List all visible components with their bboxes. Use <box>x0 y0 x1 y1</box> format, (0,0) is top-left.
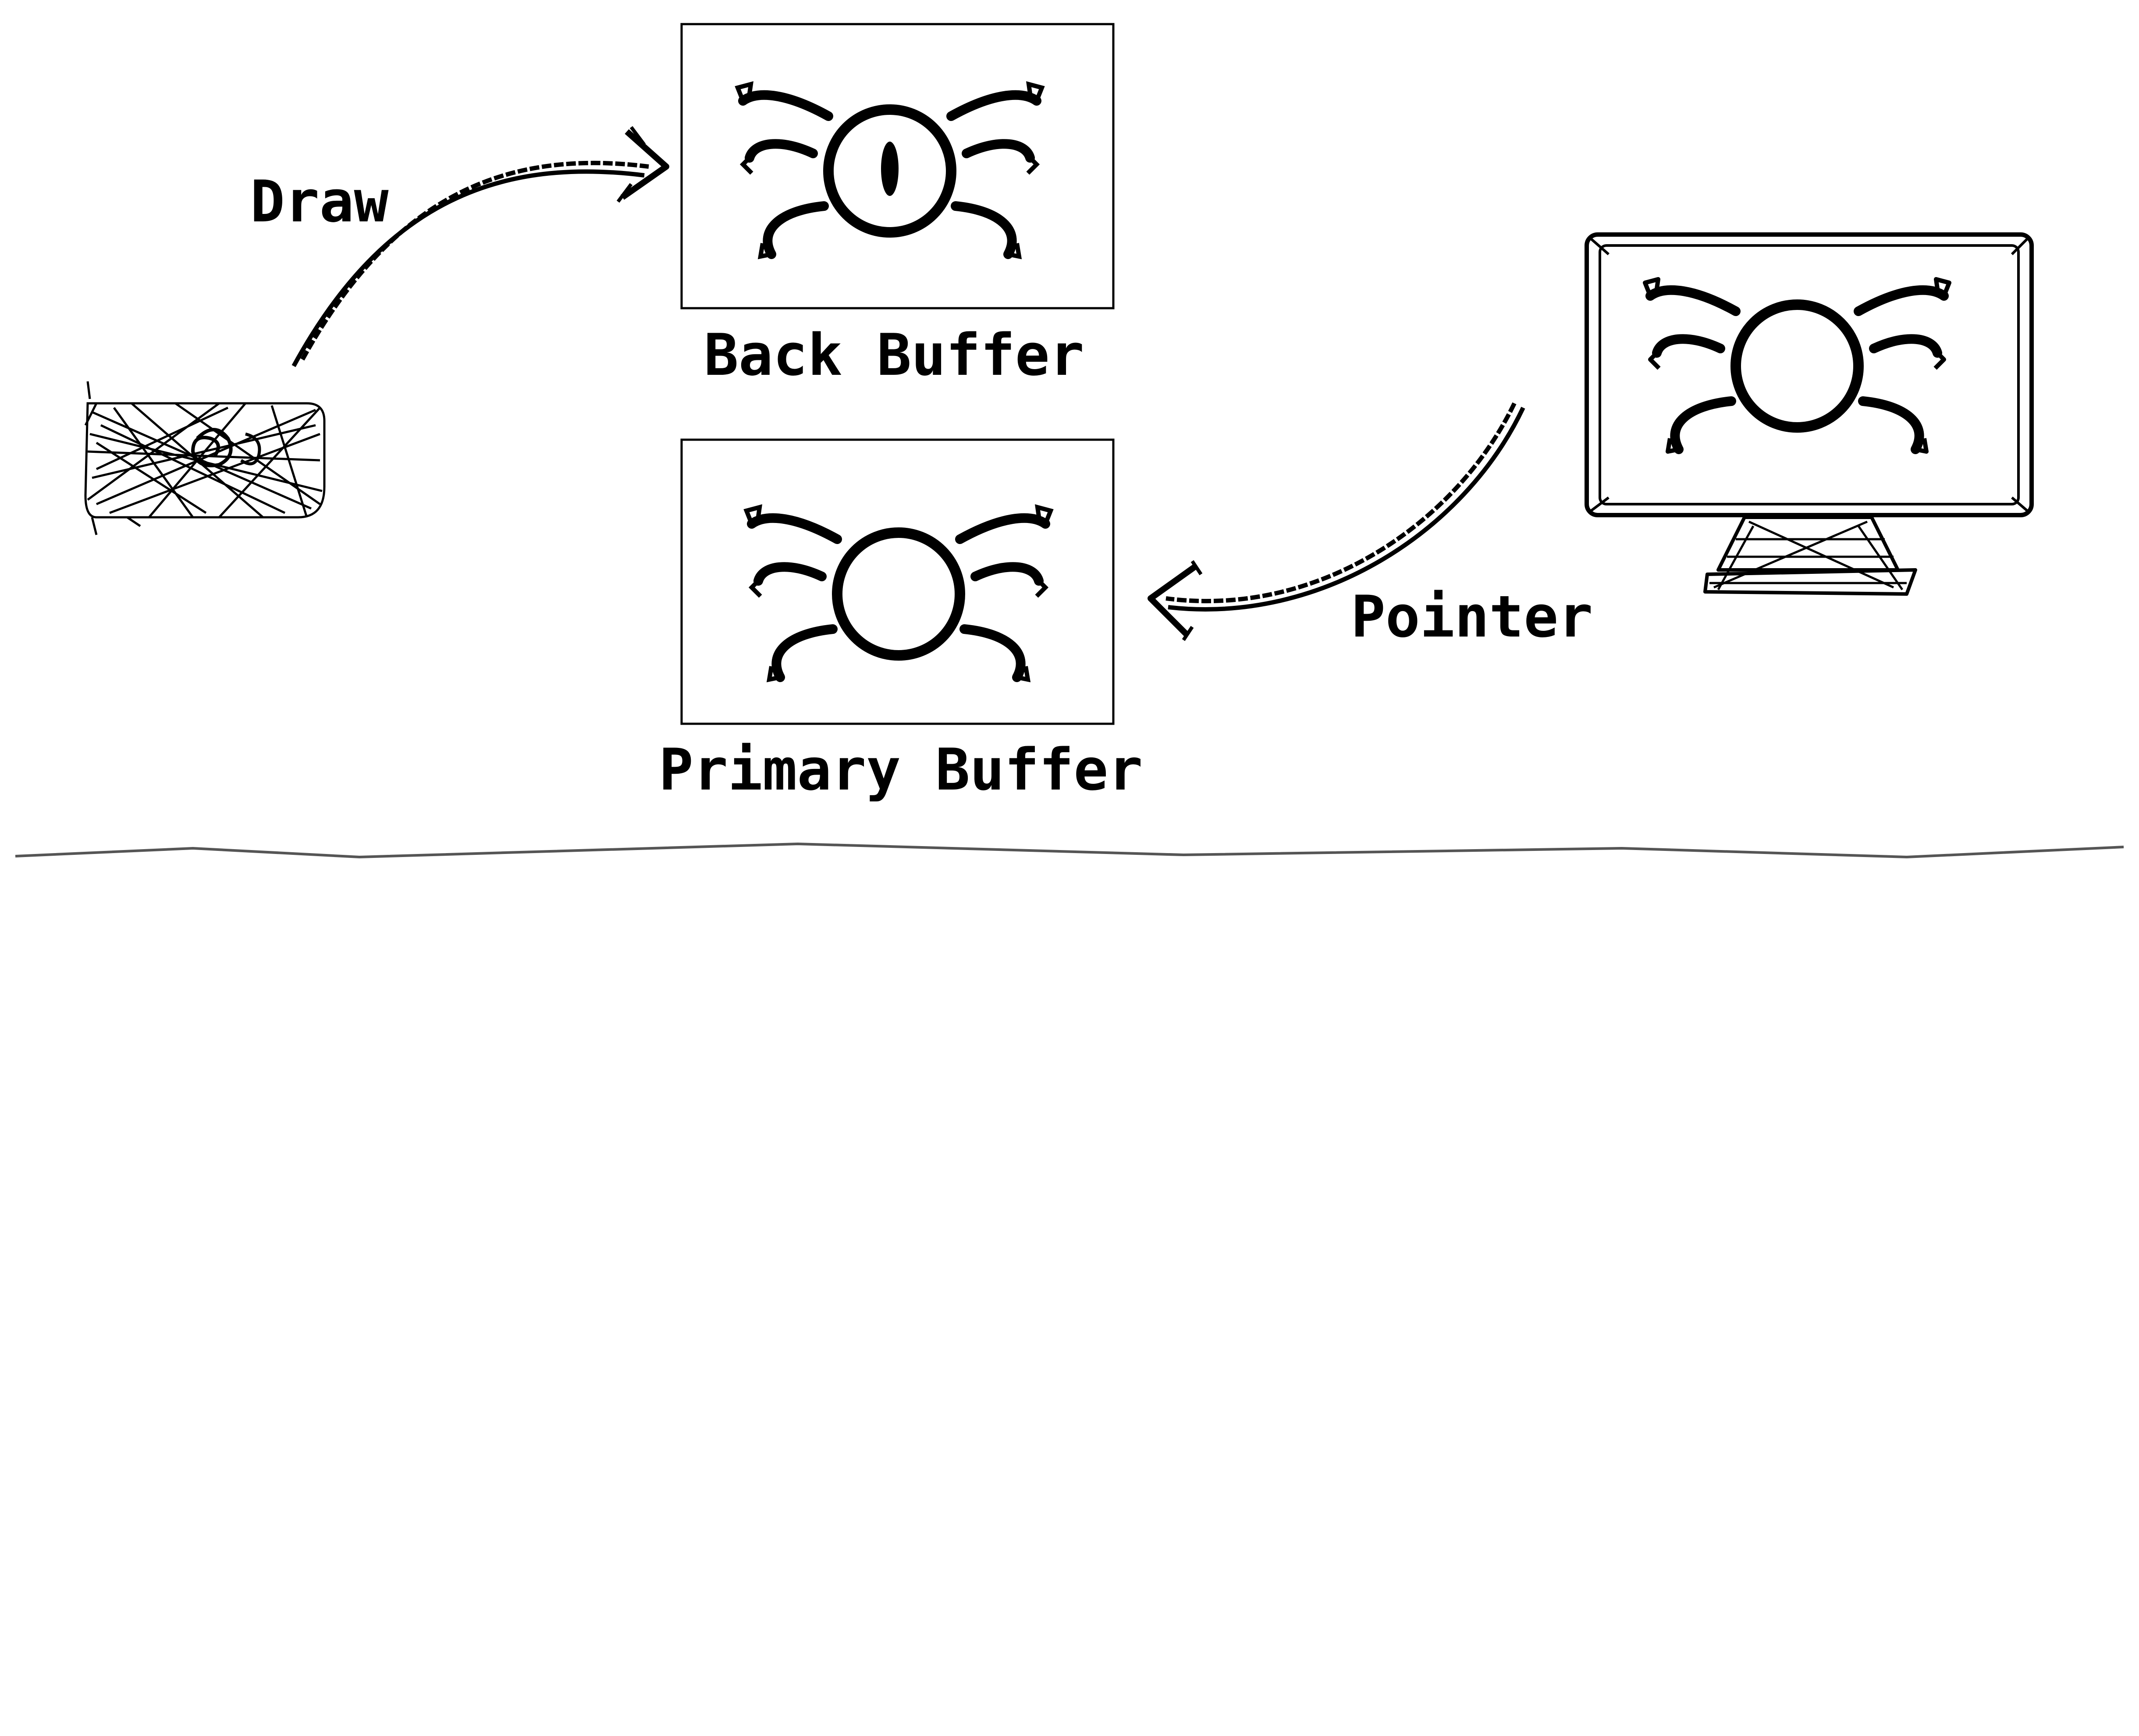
draw-label: Draw <box>250 168 389 235</box>
draw-arrow <box>291 126 669 367</box>
scribbled-blob-icon <box>84 381 326 535</box>
primary-buffer-frame <box>680 438 1115 725</box>
divider-line <box>15 842 2124 859</box>
back-buffer-label: Back Buffer <box>704 321 1084 388</box>
back-buffer-frame <box>680 23 1115 309</box>
monitor-icon <box>1585 232 2034 596</box>
one-eyed-spider-icon <box>738 84 1042 256</box>
pointer-label: Pointer <box>1351 583 1593 650</box>
primary-buffer-label: Primary Buffer <box>659 736 1143 803</box>
pointer-arrow <box>1148 402 1525 641</box>
spider-icon <box>746 507 1051 679</box>
